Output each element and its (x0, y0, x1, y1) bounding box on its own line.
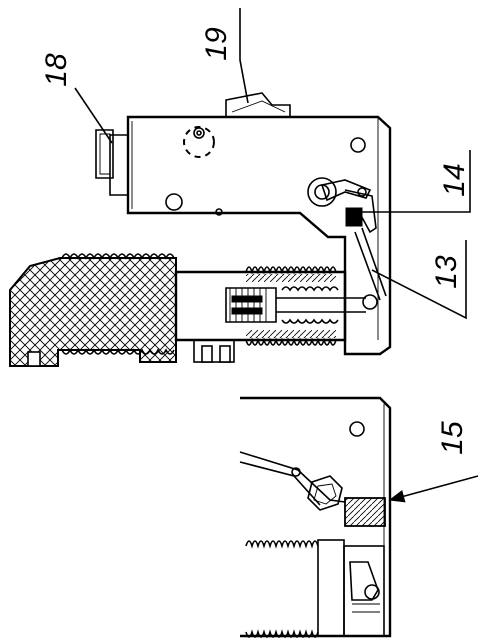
sleeve-thread-bottom (245, 337, 337, 346)
insulator-body (9, 257, 177, 367)
hex-nut (307, 475, 343, 511)
block-15 (344, 497, 386, 527)
hole-right (350, 137, 366, 153)
callout-15: 15 (436, 421, 469, 455)
hole-small (215, 208, 223, 216)
sleeve-outline (174, 270, 347, 342)
lower-thread-top (245, 540, 319, 549)
insulator-ribs-bottom (61, 348, 175, 355)
pivot-dashed (183, 126, 215, 158)
connector-block (95, 129, 114, 179)
lower-thread-bottom (245, 629, 319, 638)
left-tab (109, 134, 129, 196)
lower-hole (349, 421, 365, 437)
link-rod (354, 227, 387, 301)
callout-labels: 18 19 14 13 15 (40, 27, 471, 455)
upper-assembly (9, 92, 392, 367)
callout-13: 13 (430, 255, 463, 289)
leader-13 (371, 240, 467, 320)
leader-15 (388, 475, 479, 503)
callout-18: 18 (40, 53, 73, 87)
insulator-ribs-top (61, 253, 175, 260)
leader-19 (239, 8, 249, 104)
threaded-stud (225, 287, 277, 323)
leader-18 (74, 87, 113, 144)
sleeve-thread-top (245, 266, 337, 275)
stud-rod (276, 297, 366, 313)
leader-14 (362, 150, 471, 213)
top-bracket (225, 92, 291, 117)
spring-14 (345, 207, 363, 227)
hole-left (165, 193, 183, 211)
lower-lever (239, 451, 346, 506)
lever (320, 179, 372, 202)
housing-plate (126, 115, 392, 356)
lower-assembly (239, 396, 392, 638)
callout-14: 14 (438, 163, 471, 196)
callout-19: 19 (200, 27, 233, 61)
leader-lines (74, 8, 479, 503)
